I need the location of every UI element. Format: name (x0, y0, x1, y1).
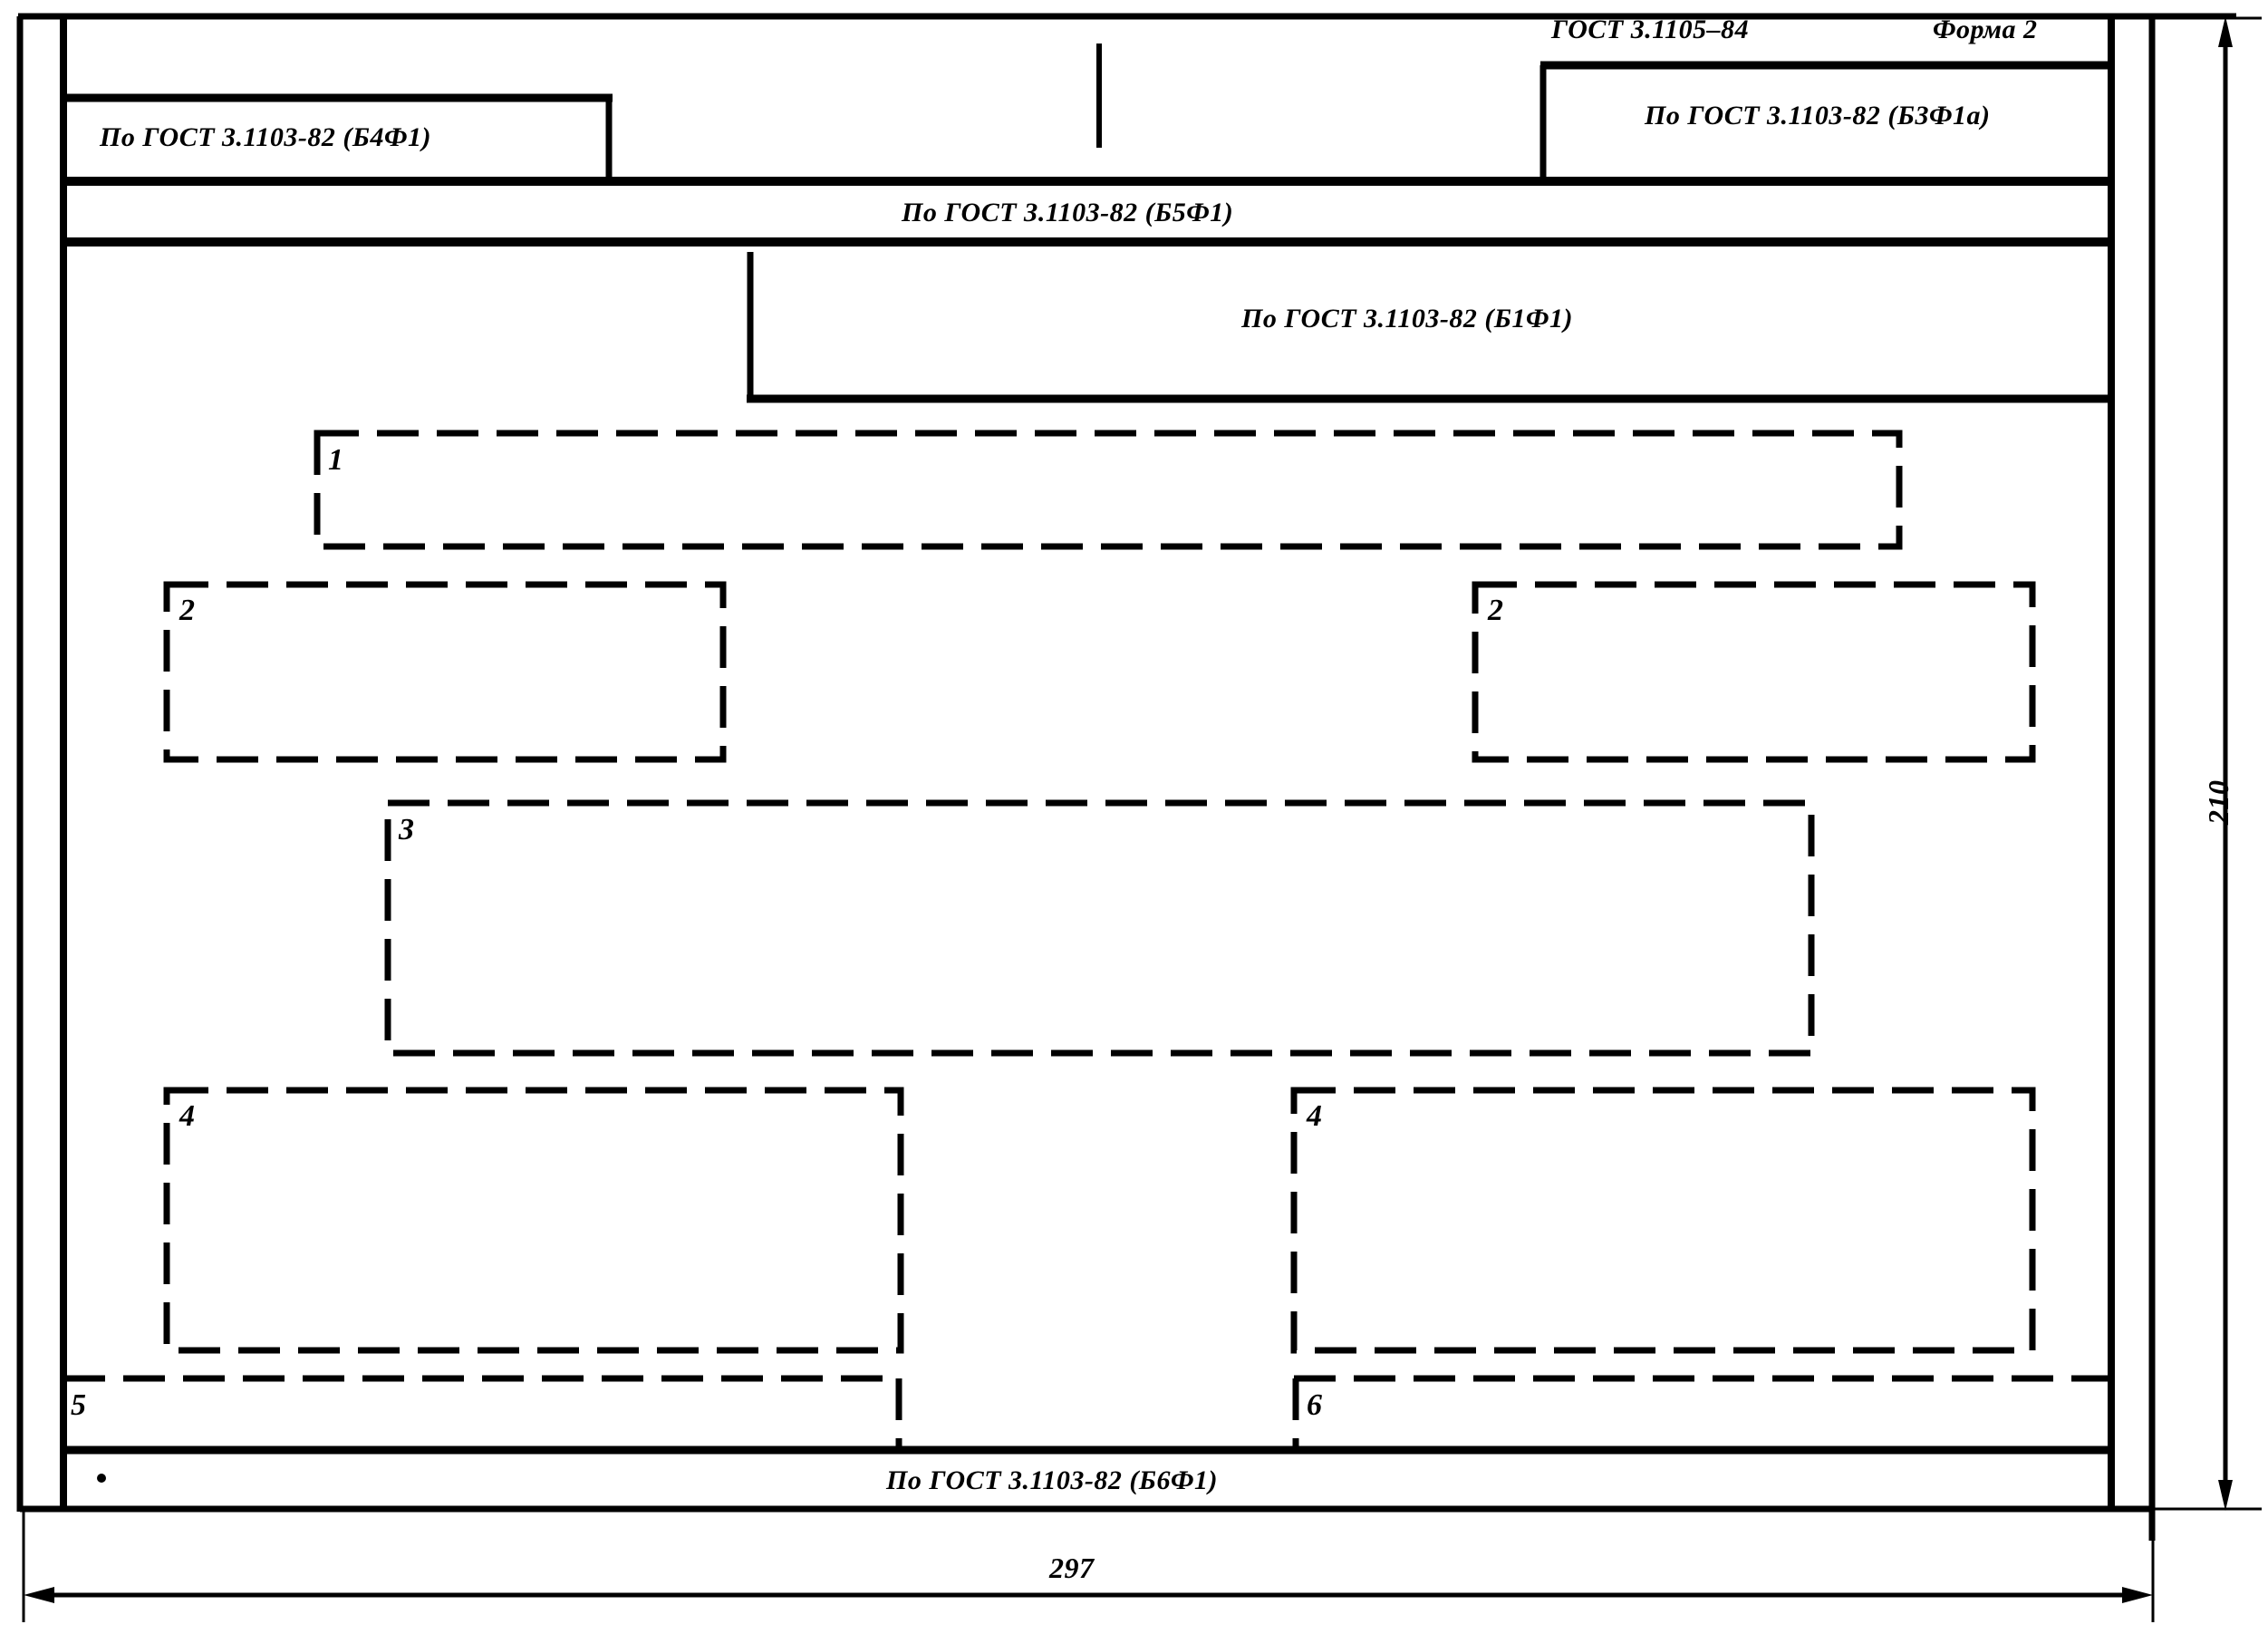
band-label-b3f1a: По ГОСТ 3.1103-82 (Б3Ф1а) (1645, 101, 1991, 131)
zone-6-outline (1292, 1375, 2115, 1450)
zone-4-left-outline (163, 1087, 904, 1354)
box-b4f1 (60, 93, 613, 184)
zone-4-left-number: 4 (179, 1099, 196, 1133)
zone-3-number: 3 (399, 813, 415, 846)
band-b5f1 (60, 177, 2115, 247)
zone-5-number: 5 (71, 1388, 87, 1422)
zone-1-outline (314, 430, 1903, 550)
band-label-b1f1: По ГОСТ 3.1103-82 (Б1Ф1) (1241, 304, 1573, 334)
standard-number-label: ГОСТ 3.1105–84 (1551, 15, 1750, 44)
zone-3-outline (384, 799, 1815, 1057)
band-label-b5f1: По ГОСТ З.1103-82 (Б5Ф1) (902, 198, 1234, 227)
form-number-label: Форма 2 (1933, 15, 2038, 44)
zone-2-right-outline (1472, 581, 2036, 763)
dimension-height-210 (2152, 16, 2262, 1511)
band-b1f1 (747, 252, 2115, 403)
box-b3f1a (1539, 61, 2115, 184)
registration-dot (97, 1474, 106, 1483)
zone-5-outline (63, 1375, 902, 1450)
zone-1-number: 1 (328, 443, 344, 477)
zone-6-number: 6 (1307, 1388, 1323, 1422)
band-label-b4f1: По ГОСТ 3.1103-82 (Б4Ф1) (100, 122, 431, 152)
zone-2-left-number: 2 (179, 594, 196, 627)
zone-2-right-number: 2 (1488, 594, 1504, 627)
band-label-b6f1: По ГОСТ 3.1103-82 (Б6Ф1) (886, 1465, 1218, 1495)
zone-2-left-outline (163, 581, 727, 763)
zone-4-right-outline (1290, 1087, 2036, 1354)
zone-4-right-number: 4 (1307, 1099, 1323, 1133)
dimension-height-label: 210 (2202, 779, 2234, 826)
dimension-width-297 (22, 1509, 2155, 1622)
dimension-width-label: 297 (1049, 1552, 1095, 1584)
